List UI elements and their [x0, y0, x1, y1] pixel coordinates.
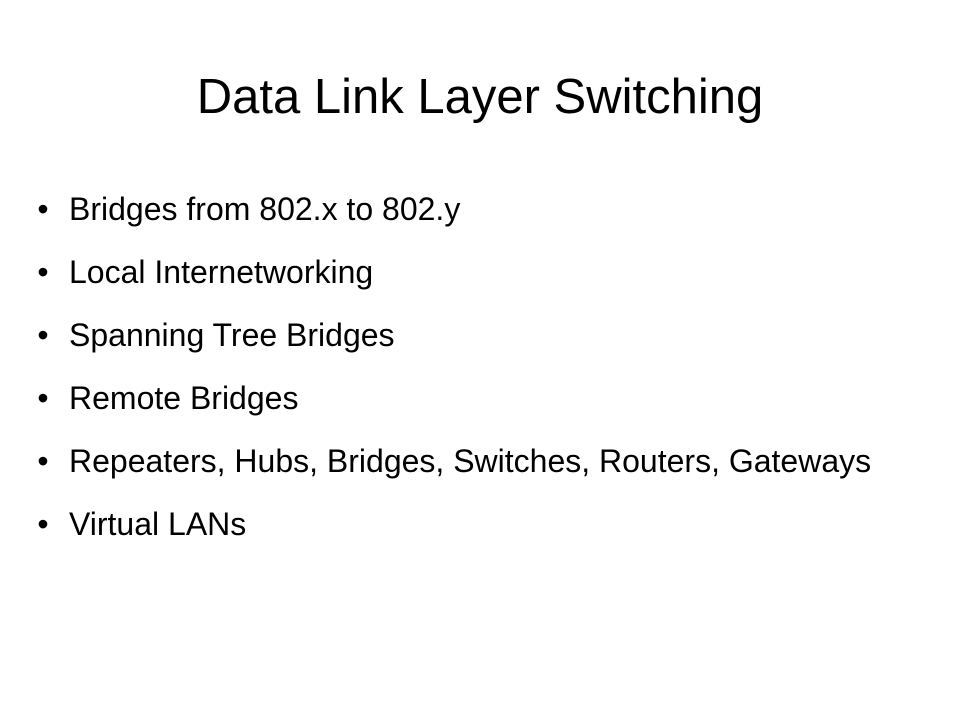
bullet-item: • Repeaters, Hubs, Bridges, Switches, Ro…	[24, 442, 924, 481]
bullet-icon: •	[37, 443, 49, 479]
bullet-text: Local Internetworking	[69, 254, 374, 290]
slide-title: Data Link Layer Switching	[196, 70, 764, 124]
bullet-item: • Virtual LANs	[24, 505, 924, 544]
bullet-icon: •	[37, 254, 49, 290]
bullet-list: • Bridges from 802.x to 802.y • Local In…	[24, 190, 924, 568]
bullet-item: • Remote Bridges	[24, 379, 924, 418]
bullet-icon: •	[37, 506, 49, 542]
bullet-icon: •	[37, 191, 49, 227]
bullet-item: • Spanning Tree Bridges	[24, 316, 924, 355]
bullet-text: Repeaters, Hubs, Bridges, Switches, Rout…	[69, 443, 872, 479]
bullet-text: Bridges from 802.x to 802.y	[69, 191, 461, 227]
bullet-text: Spanning Tree Bridges	[69, 317, 395, 353]
bullet-icon: •	[37, 317, 49, 353]
bullet-item: • Bridges from 802.x to 802.y	[24, 190, 924, 229]
bullet-item: • Local Internetworking	[24, 253, 924, 292]
bullet-text: Virtual LANs	[69, 506, 247, 542]
bullet-icon: •	[37, 380, 49, 416]
bullet-text: Remote Bridges	[69, 380, 299, 416]
